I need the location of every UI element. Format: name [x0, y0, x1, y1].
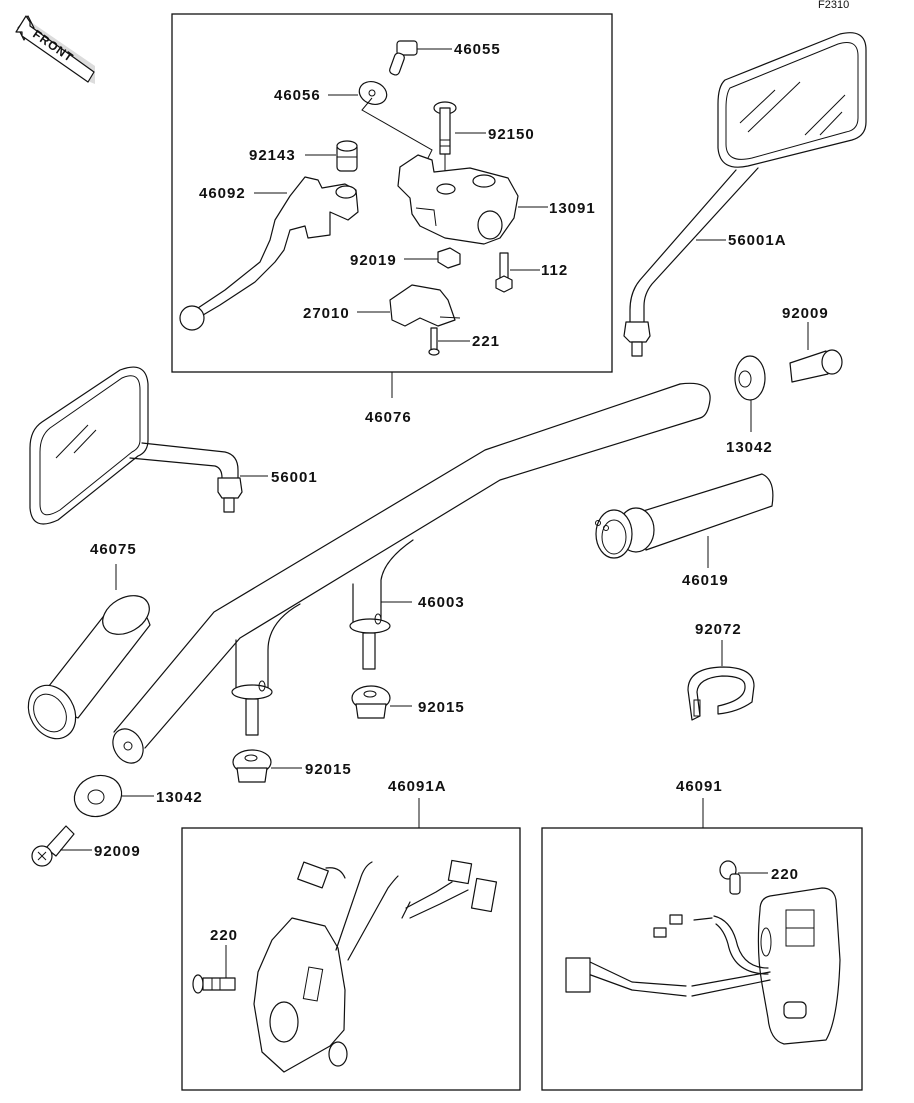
part-46075-left-grip	[27, 564, 151, 740]
part-221-screw	[428, 327, 470, 356]
part-92009-right-bolt	[789, 322, 843, 383]
part-label-92015-upper: 92015	[418, 699, 465, 716]
part-label-46056: 46056	[274, 87, 321, 104]
part-220-screw-right	[719, 860, 768, 895]
part-46092-lever	[179, 176, 359, 331]
front-arrow-icon: FRONT	[15, 15, 95, 84]
part-92143-collar	[305, 140, 358, 172]
part-label-221: 221	[472, 333, 500, 350]
part-label-92150: 92150	[488, 126, 535, 143]
part-13091-holder	[397, 154, 548, 245]
part-label-112: 112	[541, 262, 568, 279]
part-13042-left-spacer	[73, 774, 154, 818]
part-label-92015-lower: 92015	[305, 761, 352, 778]
part-56001-left-mirror	[29, 366, 268, 525]
part-label-13042-left: 13042	[156, 789, 203, 806]
part-220-screw-left	[192, 945, 236, 994]
part-label-46091: 46091	[676, 778, 723, 795]
part-92009-left-bolt	[31, 825, 92, 867]
part-56001A-right-mirror	[623, 32, 867, 357]
part-92015-nut-upper	[351, 685, 412, 719]
part-27010-switch	[357, 284, 461, 327]
group-box-46091A	[181, 827, 521, 1091]
figure-code: F2310	[818, 0, 849, 11]
part-label-220-left: 220	[210, 927, 238, 944]
part-label-56001: 56001	[271, 469, 318, 486]
part-label-46003: 46003	[418, 594, 465, 611]
part-label-46055: 46055	[454, 41, 501, 58]
part-label-46019: 46019	[682, 572, 729, 589]
part-92015-nut-lower	[232, 749, 302, 783]
right-switch-housing	[565, 887, 841, 1045]
part-label-46076: 46076	[365, 409, 412, 426]
part-92150-pin	[433, 101, 486, 182]
part-label-46091A: 46091A	[388, 778, 447, 795]
part-label-92009-left: 92009	[94, 843, 141, 860]
group-box-46091	[541, 827, 863, 1091]
part-92019-nut	[404, 247, 461, 269]
part-label-92019: 92019	[350, 252, 397, 269]
part-46003-handlebar	[112, 382, 711, 764]
part-46055-bolt	[389, 40, 452, 76]
part-92072-band	[687, 640, 755, 721]
part-label-92072: 92072	[695, 621, 742, 638]
part-46056-adjuster	[328, 81, 433, 159]
part-label-56001A: 56001A	[728, 232, 787, 249]
part-label-13042-right: 13042	[726, 439, 773, 456]
part-112-bolt	[495, 252, 540, 293]
part-46019-throttle-grip	[595, 473, 774, 568]
part-13042-right-spacer	[734, 355, 766, 432]
part-label-46092: 46092	[199, 185, 246, 202]
part-label-27010: 27010	[303, 305, 350, 322]
part-label-220-right: 220	[771, 866, 799, 883]
left-switch-housing	[253, 859, 498, 1073]
part-label-46075: 46075	[90, 541, 137, 558]
part-label-13091: 13091	[549, 200, 596, 217]
part-label-92009-right: 92009	[782, 305, 829, 322]
part-label-92143: 92143	[249, 147, 296, 164]
